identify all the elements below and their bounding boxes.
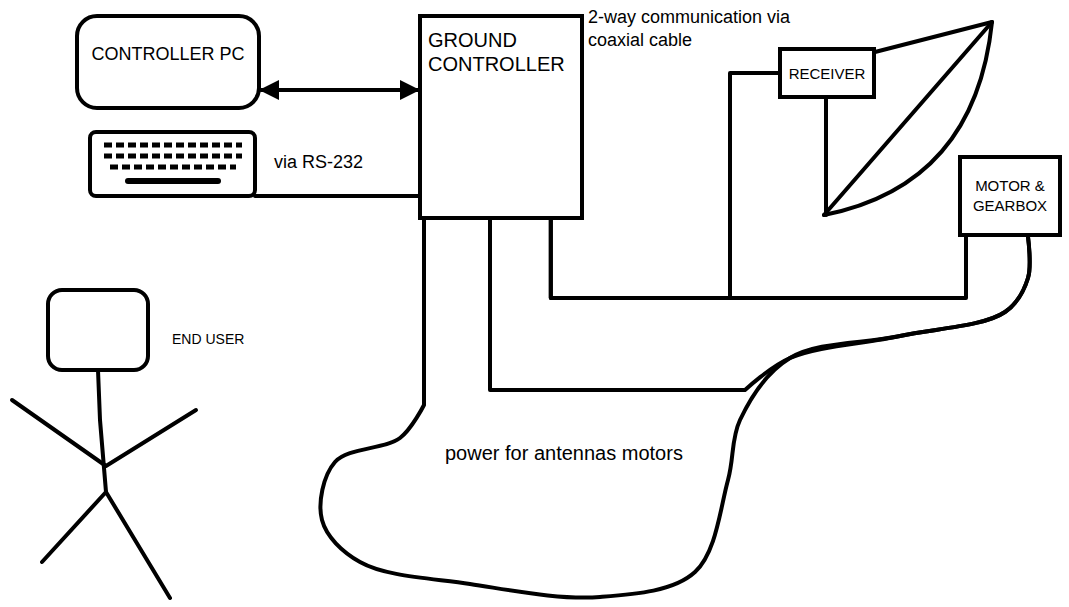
stick-figure-arms (12, 400, 196, 466)
node-text: CONTROLLER PC (85, 44, 251, 65)
keyboard-wire (255, 194, 418, 198)
node-text: RECEIVER (789, 65, 866, 82)
controller-box: GROUND CONTROLLER (418, 14, 584, 220)
keyboard-keys (104, 154, 242, 159)
stick-figure-head (48, 290, 148, 370)
computer-monitor: CONTROLLER PC (75, 14, 261, 110)
motor-box: MOTOR & GEARBOX (958, 155, 1062, 237)
actor-label: END USER (172, 330, 244, 348)
keyboard (90, 132, 255, 196)
connector-line (320, 220, 1029, 598)
dish-rim (875, 22, 992, 52)
dish-arm (824, 99, 828, 215)
node-text: GROUND CONTROLLER (428, 28, 574, 76)
power-note: power for antennas motors (445, 440, 683, 466)
connector-label: via RS-232 (272, 152, 365, 173)
keyboard-keys (110, 165, 236, 170)
connector-line (490, 220, 1030, 390)
keyboard-keys (104, 143, 242, 148)
node-text: MOTOR & GEARBOX (968, 176, 1052, 217)
cable-note: 2-way communication via coaxial cable (588, 6, 823, 53)
stick-figure-body (98, 370, 106, 492)
stick-figure-legs (42, 492, 170, 598)
connector-line (551, 220, 966, 298)
keyboard-spacebar (128, 178, 218, 184)
connector-line (551, 73, 778, 298)
connector-line (261, 88, 418, 92)
receiver-box: RECEIVER (778, 47, 876, 99)
